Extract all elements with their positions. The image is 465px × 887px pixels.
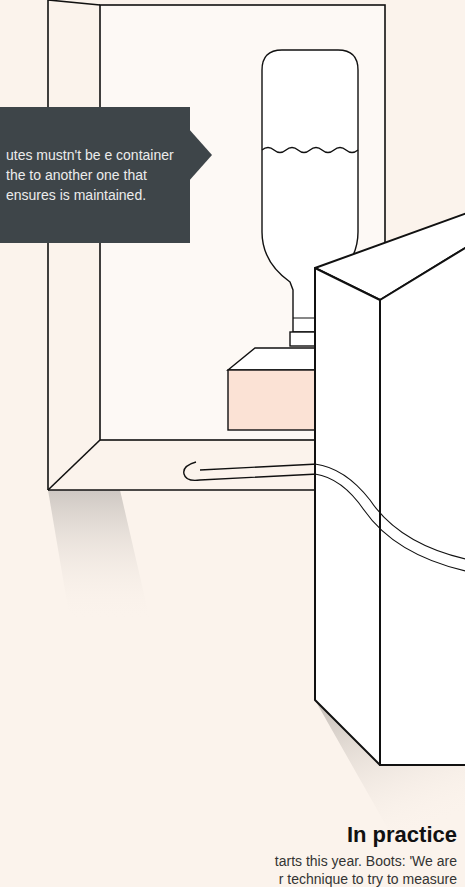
tube <box>184 462 318 480</box>
tube-inside <box>315 464 465 572</box>
body-text: r technique to try to measure <box>279 871 457 887</box>
callout-box: utes mustn't be e container the to anoth… <box>0 107 190 243</box>
container-box <box>315 212 465 765</box>
section-heading: In practice <box>347 822 457 848</box>
callout-pointer <box>188 128 212 182</box>
callout-text: utes mustn't be e container the to anoth… <box>6 145 184 205</box>
water-line <box>262 148 358 153</box>
body-text: tarts this year. Boots: 'We are <box>275 852 457 870</box>
enclosure-shadow <box>48 490 150 620</box>
